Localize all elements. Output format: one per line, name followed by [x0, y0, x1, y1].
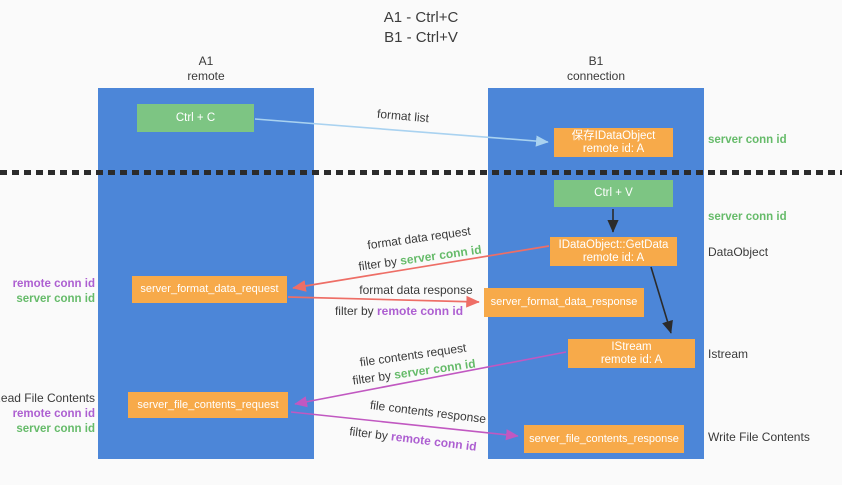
arrow-file-contents-request	[294, 351, 567, 408]
istream-box: IStream remote id: A	[568, 339, 695, 368]
left-file-conn-ids: remote conn id server conn id	[13, 407, 95, 437]
getdata-line1: IDataObject::GetData	[558, 238, 669, 251]
istream-line2: remote id: A	[600, 353, 663, 366]
filter-by-text: filter by	[334, 304, 374, 318]
phase-separator-dashed-line	[0, 170, 842, 175]
getdata-line2: remote id: A	[582, 251, 645, 264]
save-idataobject-line2: remote id: A	[582, 142, 645, 155]
istream-line1: IStream	[611, 340, 652, 353]
format-data-response-label: format data response	[359, 283, 473, 297]
server-format-data-response-box: server_format_data_response	[484, 288, 644, 317]
server-format-data-response-label: server_format_data_response	[490, 296, 638, 308]
arrow-format-list	[254, 118, 549, 147]
column-a-header: A1 remote	[98, 54, 314, 84]
remote-conn-id-key: remote conn id	[377, 304, 464, 318]
istream-label: Istream	[708, 347, 749, 361]
ctrl-v-label: Ctrl + V	[594, 187, 633, 199]
dataobject-label: DataObject	[708, 245, 769, 259]
title-line-1: A1 - Ctrl+C	[383, 9, 459, 26]
server-file-contents-request-label: server_file_contents_request	[137, 398, 279, 411]
ctrl-c-label: Ctrl + C	[175, 111, 216, 124]
server-file-contents-request-box: server_file_contents_request	[128, 392, 288, 418]
arrow-format-data-request	[292, 245, 550, 292]
arrow-getdata-to-istream	[650, 266, 673, 334]
ctrl-c-box: Ctrl + C	[137, 104, 254, 132]
server-conn-id-label: server conn id	[16, 293, 95, 305]
read-file-contents-label: Read File Contents	[0, 391, 95, 405]
write-file-contents-label: Write File Contents	[708, 430, 810, 444]
remote-conn-id-label: remote conn id	[12, 278, 95, 290]
left-format-conn-ids: remote conn id server conn id	[13, 277, 95, 307]
save-idataobject-box: 保存IDataObject remote id: A	[554, 128, 673, 157]
column-b-subtitle: connection	[566, 69, 626, 83]
server-conn-id-label: server conn id	[16, 423, 95, 435]
server-file-contents-response-label: server_file_contents_response	[529, 432, 679, 445]
save-idataobject-line1: 保存IDataObject	[571, 129, 656, 142]
arrow-file-contents-response	[290, 411, 519, 441]
arrow-format-data-response	[287, 295, 480, 308]
remote-conn-id-label: remote conn id	[12, 408, 95, 420]
idataobject-getdata-box: IDataObject::GetData remote id: A	[550, 237, 677, 266]
title-line-2: B1 - Ctrl+V	[384, 29, 458, 46]
column-b-name: B1	[588, 54, 604, 68]
format-data-response-filter-label: filter by remote conn id	[335, 304, 463, 318]
column-a-name: A1	[198, 54, 214, 68]
server-file-contents-response-box: server_file_contents_response	[524, 425, 684, 453]
ctrl-v-box: Ctrl + V	[554, 180, 673, 207]
server-format-data-request-label: server_format_data_request	[140, 283, 279, 295]
server-conn-id-label-mid: server conn id	[708, 211, 787, 223]
server-conn-id-label-top: server conn id	[708, 134, 787, 146]
server-format-data-request-box: server_format_data_request	[132, 276, 287, 303]
column-a-subtitle: remote	[187, 69, 225, 83]
diagram-title: A1 - Ctrl+C B1 - Ctrl+V	[0, 8, 842, 48]
column-b-header: B1 connection	[488, 54, 704, 84]
